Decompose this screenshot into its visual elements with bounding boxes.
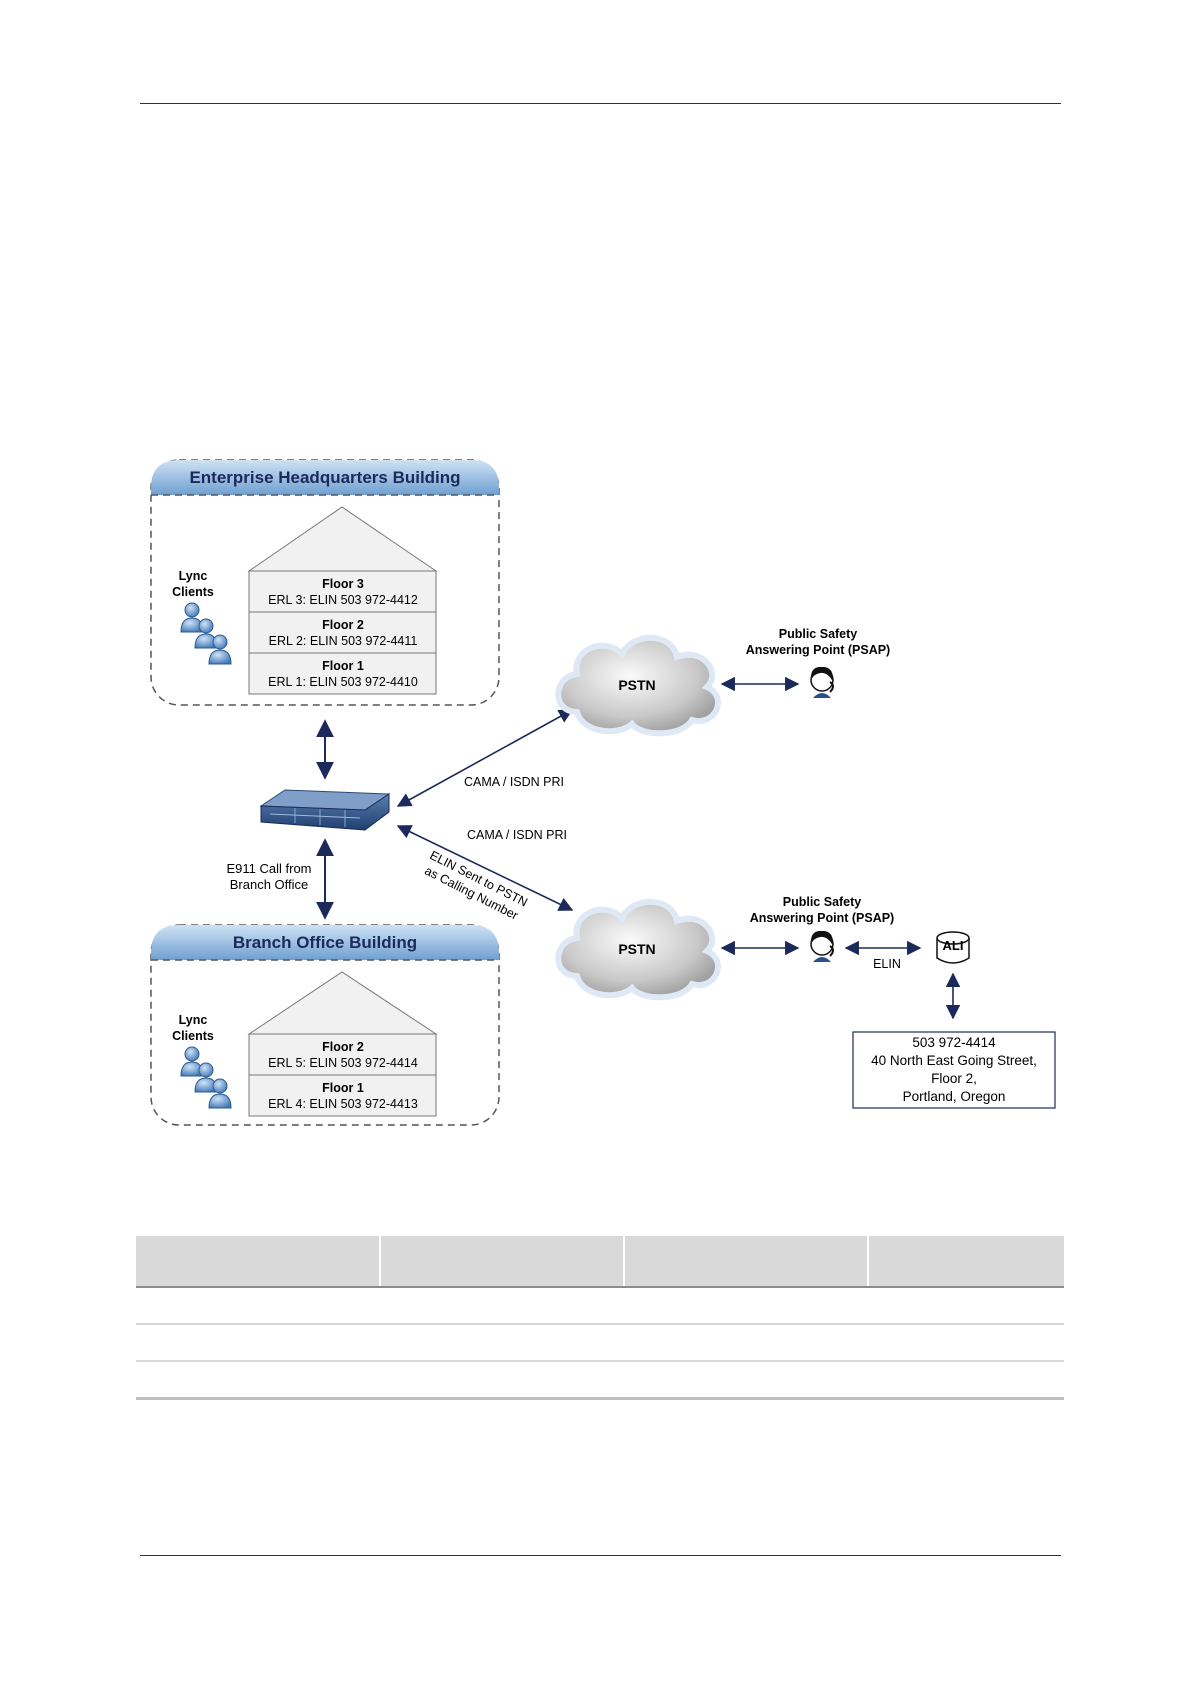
- footer-rule: [140, 1555, 1061, 1556]
- ali-label: ALI: [943, 938, 964, 953]
- hq-floor-2-erl: ERL 2: ELIN 503 972-4411: [269, 634, 418, 648]
- hq-floor-3-name: Floor 3: [322, 577, 364, 591]
- address-line-4: Portland, Oregon: [903, 1089, 1006, 1104]
- device-pstn-top-arrow: [396, 709, 574, 807]
- link-bottom-label: CAMA / ISDN PRI: [467, 828, 567, 842]
- address-line-2: 40 North East Going Street,: [871, 1053, 1037, 1068]
- branch-floor-2-name: Floor 2: [322, 1040, 364, 1054]
- psap-top-agent-icon: [809, 665, 835, 699]
- branch-floor-2-erl: ERL 5: ELIN 503 972-4414: [268, 1056, 418, 1070]
- branch-floor-1-name: Floor 1: [322, 1081, 364, 1095]
- branch-roof: [247, 971, 438, 1035]
- table-header-cell: [380, 1236, 625, 1288]
- link-top-label: CAMA / ISDN PRI: [464, 775, 564, 789]
- psap-bottom-label-2: Answering Point (PSAP): [750, 911, 894, 925]
- hq-floor-2-name: Floor 2: [322, 618, 364, 632]
- table-row: [136, 1287, 1064, 1325]
- table-cell: [380, 1287, 625, 1325]
- table-cell: [380, 1361, 625, 1400]
- table-cell: [136, 1361, 381, 1400]
- header-rule: [140, 103, 1061, 104]
- device-pstn-bottom-arrow: [396, 825, 574, 911]
- pstn-top-cloud: PSTN: [558, 638, 718, 733]
- hq-floor-1-erl: ERL 1: ELIN 503 972-4410: [268, 675, 418, 689]
- table-row: [136, 1324, 1064, 1362]
- branch-title: Branch Office Building: [233, 933, 417, 952]
- hq-floor-2: [248, 611, 437, 654]
- hq-roof: [247, 506, 438, 572]
- hq-title: Enterprise Headquarters Building: [189, 468, 460, 487]
- psap-bottom-label-1: Public Safety: [783, 895, 862, 909]
- table-header-cell: [136, 1236, 381, 1288]
- gateway-device-icon: [259, 789, 391, 831]
- table-cell: [868, 1324, 1064, 1362]
- e911-label-1: E911 Call from: [226, 861, 311, 876]
- table-cell: [380, 1324, 625, 1362]
- hq-building: Enterprise Headquarters Building Floor 3…: [150, 459, 500, 706]
- elin-label: ELIN: [873, 957, 901, 971]
- psap-top-label-1: Public Safety: [779, 627, 858, 641]
- hq-floor-3: [248, 570, 437, 613]
- hq-clients-label-2: Clients: [172, 585, 214, 599]
- table-cell: [868, 1361, 1064, 1400]
- branch-users-icon: [180, 1046, 232, 1109]
- table-header-cell: [624, 1236, 869, 1288]
- hq-floor-3-erl: ERL 3: ELIN 503 972-4412: [268, 593, 418, 607]
- branch-clients-label-1: Lync: [179, 1013, 208, 1027]
- table-cell: [136, 1324, 381, 1362]
- table-cell: [624, 1287, 869, 1325]
- branch-building: Branch Office Building Floor 2 ERL 5: EL…: [150, 924, 500, 1126]
- branch-floor-1: [248, 1074, 437, 1117]
- hq-clients-label-1: Lync: [179, 569, 208, 583]
- hq-floor-1: [248, 652, 437, 695]
- table-header-row: [136, 1236, 1064, 1288]
- pstn-bottom-label: PSTN: [618, 941, 655, 957]
- address-line-1: 503 972-4414: [912, 1035, 996, 1050]
- address-line-3: Floor 2,: [931, 1071, 977, 1086]
- table-cell: [868, 1287, 1064, 1325]
- table-cell: [624, 1324, 869, 1362]
- address-box: 503 972-4414 40 North East Going Street,…: [852, 1031, 1056, 1109]
- table-row: [136, 1361, 1064, 1400]
- pstn-top-label: PSTN: [618, 677, 655, 693]
- table-cell: [136, 1287, 381, 1325]
- psap-bottom-agent-icon: [809, 929, 835, 963]
- e911-label-2: Branch Office: [230, 877, 309, 892]
- branch-floor-1-erl: ERL 4: ELIN 503 972-4413: [268, 1097, 418, 1111]
- pstn-bottom-cloud: PSTN: [558, 902, 718, 997]
- data-table: [136, 1236, 1064, 1400]
- psap-top-label-2: Answering Point (PSAP): [746, 643, 890, 657]
- table-cell: [624, 1361, 869, 1400]
- branch-clients-label-2: Clients: [172, 1029, 214, 1043]
- table-header-cell: [868, 1236, 1064, 1288]
- ali-database-icon: ALI: [936, 931, 970, 964]
- hq-users-icon: [180, 602, 232, 665]
- hq-floor-1-name: Floor 1: [322, 659, 364, 673]
